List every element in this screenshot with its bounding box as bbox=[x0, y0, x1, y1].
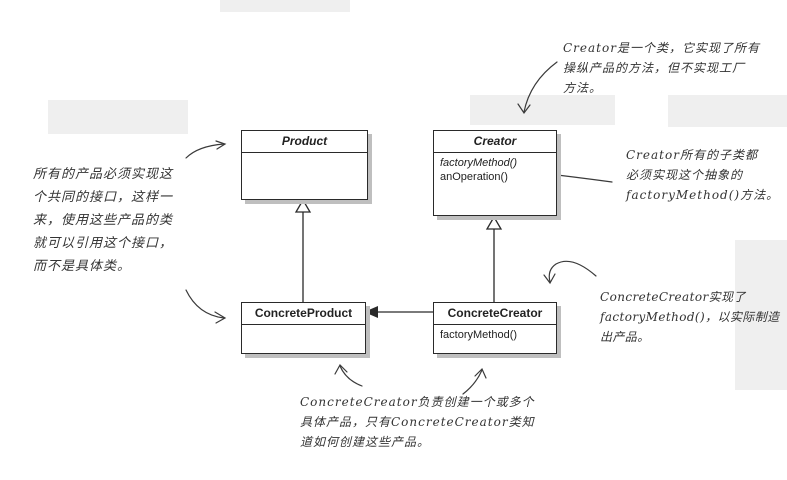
concrete-creator-annotation: ConcreteCreator实现了 factoryMethod()，以实际制造… bbox=[600, 290, 780, 344]
background-ghost-box bbox=[668, 95, 787, 127]
concrete-creator-class-name: ConcreteCreator bbox=[434, 303, 556, 325]
concrete-creator-class-box: ConcreteCreator factoryMethod() bbox=[433, 302, 557, 354]
product-class-body bbox=[242, 153, 367, 159]
concrete-product-class-box: ConcreteProduct bbox=[241, 302, 366, 354]
method-an-operation: anOperation() bbox=[440, 171, 508, 183]
background-ghost-box bbox=[735, 240, 787, 390]
method-factory-method: factoryMethod() bbox=[440, 329, 518, 341]
background-ghost-box bbox=[48, 100, 188, 134]
method-factory-method: factoryMethod() bbox=[440, 157, 518, 169]
background-ghost-box bbox=[220, 0, 350, 12]
concrete-product-class-name: ConcreteProduct bbox=[242, 303, 365, 325]
product-annotation: 所有的产品必须实现这 个共同的接口，这样一 来，使用这些产品的类 就可以引用这个… bbox=[33, 167, 174, 274]
bottom-annotation: ConcreteCreator负责创建一个或多个 具体产品，只有Concrete… bbox=[300, 395, 535, 449]
creator-annotation: Creator是一个类，它实现了所有 操纵产品的方法，但不实现工厂 方法。 bbox=[563, 41, 760, 95]
subclass-annotation: Creator所有的子类都 必须实现这个抽象的 factoryMethod()方… bbox=[626, 148, 780, 202]
concrete-creator-methods: factoryMethod() bbox=[434, 325, 556, 345]
creator-class-box: Creator factoryMethod() anOperation() bbox=[433, 130, 557, 216]
product-class-box: Product bbox=[241, 130, 368, 200]
creator-class-name: Creator bbox=[434, 131, 556, 153]
background-ghost-box bbox=[470, 95, 615, 125]
product-class-name: Product bbox=[242, 131, 367, 153]
creator-methods: factoryMethod() anOperation() bbox=[434, 153, 556, 187]
